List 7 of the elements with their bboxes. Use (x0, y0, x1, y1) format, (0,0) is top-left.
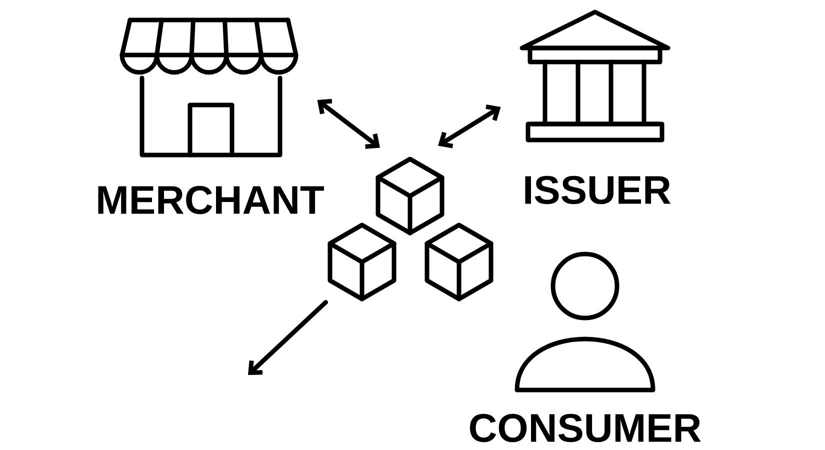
arrow (317, 98, 380, 149)
arrow (248, 300, 328, 375)
node-label: CONSUMER (470, 414, 701, 442)
arrow (438, 104, 501, 148)
cubes-drawing (328, 156, 494, 302)
node-label: ISSUER (525, 176, 671, 204)
node-label: MERCHANT (98, 186, 324, 214)
